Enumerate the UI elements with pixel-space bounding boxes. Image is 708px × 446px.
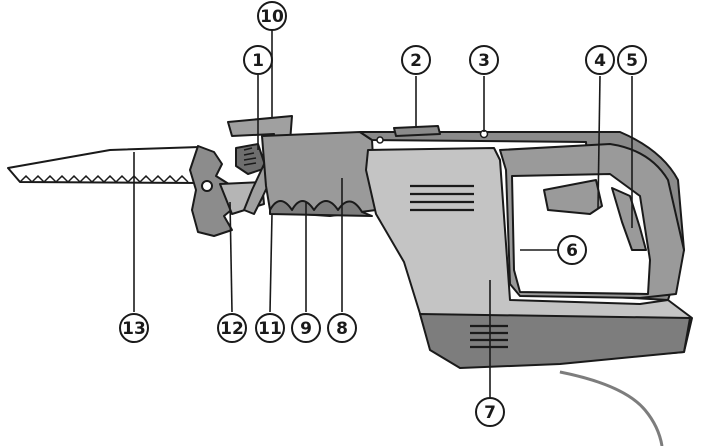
- vent-slots-lower: [470, 324, 508, 349]
- svg-text:6: 6: [566, 241, 578, 261]
- footplate: [189, 145, 237, 237]
- svg-text:11: 11: [258, 319, 282, 339]
- speed-dial: [393, 125, 441, 137]
- power-cord: [559, 371, 663, 446]
- callout-11: 11: [255, 313, 285, 343]
- svg-text:1: 1: [252, 51, 264, 71]
- svg-text:12: 12: [220, 319, 244, 339]
- callout-3: 3: [469, 45, 499, 75]
- top-screw-front: [376, 136, 384, 144]
- svg-text:4: 4: [594, 51, 606, 71]
- svg-text:3: 3: [478, 51, 490, 71]
- callout-1: 1: [243, 45, 273, 75]
- grip-ridges: [269, 200, 373, 217]
- leader-11: [269, 213, 273, 313]
- leader-12: [229, 201, 233, 313]
- svg-text:10: 10: [260, 7, 284, 27]
- svg-text:13: 13: [122, 319, 146, 339]
- clamp-grip: [243, 147, 257, 166]
- trigger: [543, 179, 603, 215]
- callout-7: 7: [475, 397, 505, 427]
- trigger-lock: [611, 187, 647, 251]
- callout-6: 6: [557, 235, 587, 265]
- callout-13: 13: [119, 313, 149, 343]
- power-cord-inner: [559, 370, 664, 446]
- leader-4: [597, 75, 601, 209]
- callout-9: 9: [291, 313, 321, 343]
- callout-8: 8: [327, 313, 357, 343]
- callout-4: 4: [585, 45, 615, 75]
- callout-5: 5: [617, 45, 647, 75]
- svg-text:8: 8: [336, 319, 348, 339]
- svg-text:5: 5: [626, 51, 638, 71]
- svg-text:2: 2: [410, 51, 422, 71]
- callout-12: 12: [217, 313, 247, 343]
- svg-text:7: 7: [484, 403, 496, 423]
- blade-teeth: [19, 174, 189, 184]
- motor-base: [419, 313, 691, 369]
- vent-slots-upper: [410, 184, 474, 212]
- footplate-pivot: [201, 180, 213, 192]
- callout-2: 2: [401, 45, 431, 75]
- callout-10: 10: [257, 1, 287, 31]
- svg-text:9: 9: [300, 319, 312, 339]
